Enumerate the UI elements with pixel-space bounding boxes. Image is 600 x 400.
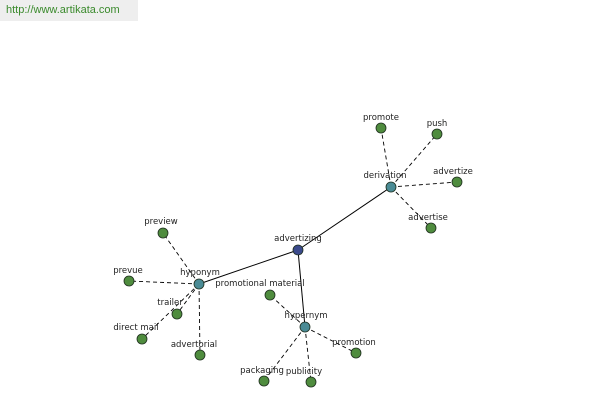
edge-derivation-advertize	[390, 181, 458, 188]
edge-hyponym-preview	[162, 232, 200, 285]
node-label-hypernym: hypernym	[284, 311, 327, 321]
node-hyponym[interactable]	[193, 278, 205, 290]
node-preview[interactable]	[157, 227, 169, 239]
edge-hyponym-advertorial	[198, 283, 201, 356]
edge-derivation-advertise	[390, 186, 432, 229]
edge-derivation-promote	[380, 127, 392, 188]
node-promotion[interactable]	[350, 347, 362, 359]
node-advertise[interactable]	[425, 222, 437, 234]
site-url-link[interactable]: http://www.artikata.com	[0, 0, 138, 21]
node-publicity[interactable]	[305, 376, 317, 388]
node-promote[interactable]	[375, 122, 387, 134]
node-label-promotional-material: promotional material	[215, 279, 304, 289]
node-label-advertizing: advertizing	[274, 234, 322, 244]
edge-hyponym-direct-mail	[141, 283, 200, 340]
edge-hypernym-promotion	[304, 326, 357, 354]
node-label-packaging: packaging	[240, 366, 284, 376]
node-label-publicity: publicity	[286, 367, 322, 377]
node-packaging[interactable]	[258, 375, 270, 387]
edge-advertizing-derivation	[297, 186, 392, 251]
edge-hypernym-publicity	[304, 326, 312, 383]
node-advertize[interactable]	[451, 176, 463, 188]
node-label-push: push	[427, 119, 448, 129]
node-label-advertise: advertise	[408, 213, 448, 223]
node-label-preview: preview	[144, 217, 178, 227]
edge-hyponym-prevue	[128, 280, 200, 285]
node-label-advertize: advertize	[433, 167, 473, 177]
node-label-hyponym: hyponym	[180, 268, 220, 278]
edge-hypernym-promotional-material	[269, 294, 306, 328]
node-direct-mail[interactable]	[136, 333, 148, 345]
node-label-derivation: derivation	[363, 171, 406, 181]
edge-hyponym-trailer	[176, 283, 200, 315]
edge-advertizing-hypernym	[297, 249, 306, 328]
node-label-trailer: trailer	[157, 298, 183, 308]
edge-advertizing-hyponym	[198, 249, 299, 285]
node-derivation[interactable]	[385, 181, 397, 193]
node-label-promotion: promotion	[332, 338, 376, 348]
node-advertizing[interactable]	[292, 244, 304, 256]
node-trailer[interactable]	[171, 308, 183, 320]
node-promotional-material[interactable]	[264, 289, 276, 301]
node-label-direct-mail: direct mail	[113, 323, 158, 333]
node-label-promote: promote	[363, 113, 399, 123]
node-prevue[interactable]	[123, 275, 135, 287]
edge-hypernym-packaging	[263, 326, 306, 382]
labels-layer: advertizing derivation hyponym hypernym prom…	[113, 113, 473, 377]
node-label-prevue: prevue	[113, 266, 143, 276]
nodes-layer	[123, 122, 463, 388]
node-hypernym[interactable]	[299, 321, 311, 333]
edges-layer	[128, 127, 458, 383]
node-push[interactable]	[431, 128, 443, 140]
edge-derivation-push	[390, 133, 438, 188]
node-advertorial[interactable]	[194, 349, 206, 361]
node-label-advertorial: advertorial	[171, 340, 217, 350]
